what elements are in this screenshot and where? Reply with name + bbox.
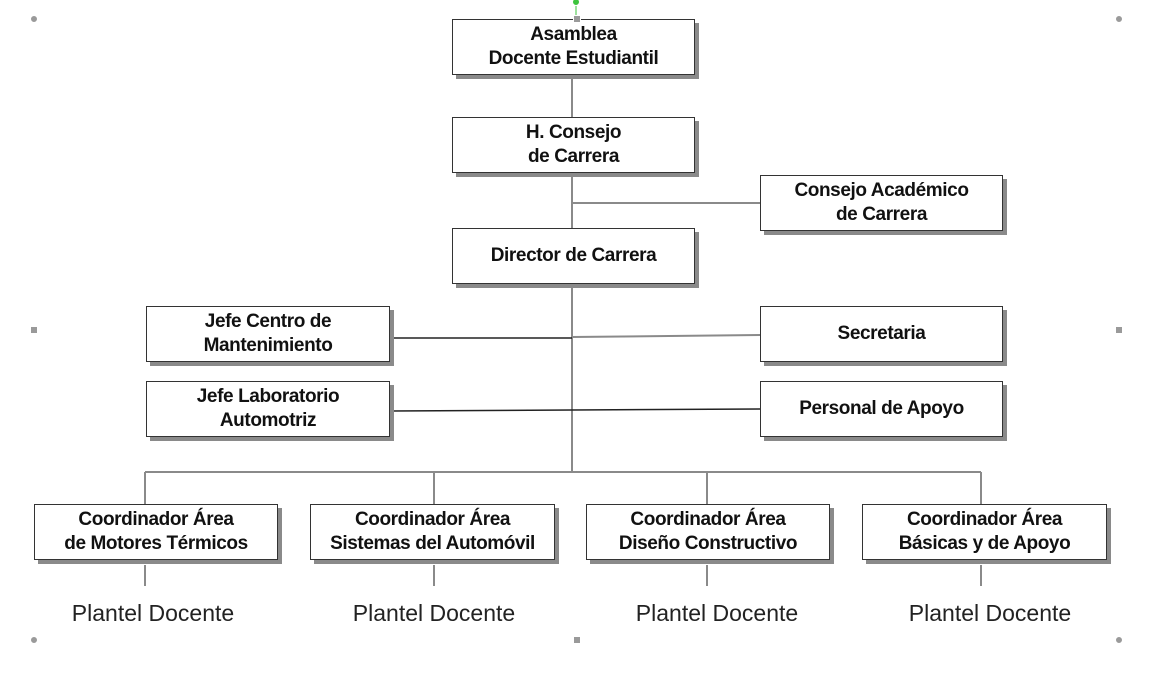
resize-handle-middle-right[interactable] — [1115, 326, 1123, 334]
box-director[interactable]: Director de Carrera — [452, 228, 695, 284]
box-coordinador-basicas[interactable]: Coordinador Área Básicas y de Apoyo — [862, 504, 1107, 560]
resize-handle-bottom-center[interactable] — [573, 636, 581, 644]
label-jefe-laboratorio: Jefe Laboratorio Automotriz — [196, 386, 340, 431]
resize-handle-top-left[interactable] — [30, 15, 38, 23]
box-secretaria[interactable]: Secretaria — [760, 306, 1003, 362]
label-asamblea: Asamblea Docente Estudiantil — [488, 24, 659, 69]
resize-handle-top-center[interactable] — [573, 15, 581, 23]
connector-jefe-laboratorio — [390, 409, 573, 412]
resize-handle-middle-left[interactable] — [30, 326, 38, 334]
box-consejo-academico[interactable]: Consejo Académico de Carrera — [760, 175, 1003, 231]
box-jefe-centro[interactable]: Jefe Centro de Mantenimiento — [146, 306, 390, 362]
label-director: Director de Carrera — [490, 245, 657, 266]
box-jefe-laboratorio[interactable]: Jefe Laboratorio Automotriz — [146, 381, 390, 437]
plantel-docente-3: Plantel Docente — [635, 600, 799, 626]
box-coordinador-sistemas[interactable]: Coordinador Área Sistemas del Automóvil — [310, 504, 555, 560]
label-coordinador-diseno: Coordinador Área Diseño Constructivo — [618, 509, 798, 554]
label-jefe-centro: Jefe Centro de Mantenimiento — [203, 311, 333, 356]
plantel-docente-2: Plantel Docente — [352, 600, 516, 626]
label-coordinador-basicas: Coordinador Área Básicas y de Apoyo — [898, 509, 1071, 554]
connector-personal-apoyo — [571, 408, 761, 411]
label-secretaria: Secretaria — [837, 323, 926, 344]
resize-handle-bottom-right[interactable] — [1115, 636, 1123, 644]
box-consejo-carrera[interactable]: H. Consejo de Carrera — [452, 117, 695, 173]
label-consejo-carrera: H. Consejo de Carrera — [525, 122, 622, 167]
resize-handle-top-right[interactable] — [1115, 15, 1123, 23]
rotate-handle[interactable] — [572, 0, 580, 6]
label-coordinador-sistemas: Coordinador Área Sistemas del Automóvil — [330, 509, 535, 554]
plantel-docente-4: Plantel Docente — [908, 600, 1072, 626]
box-asamblea[interactable]: Asamblea Docente Estudiantil — [452, 19, 695, 75]
resize-handle-bottom-left[interactable] — [30, 636, 38, 644]
label-coordinador-motores: Coordinador Área de Motores Térmicos — [64, 509, 248, 554]
label-personal-apoyo: Personal de Apoyo — [799, 398, 964, 419]
label-consejo-academico: Consejo Académico de Carrera — [794, 180, 969, 225]
plantel-docente-1: Plantel Docente — [71, 600, 235, 626]
box-coordinador-motores[interactable]: Coordinador Área de Motores Térmicos — [34, 504, 278, 560]
connector-secretaria — [571, 334, 761, 338]
box-coordinador-diseno[interactable]: Coordinador Área Diseño Constructivo — [586, 504, 830, 560]
box-personal-apoyo[interactable]: Personal de Apoyo — [760, 381, 1003, 437]
